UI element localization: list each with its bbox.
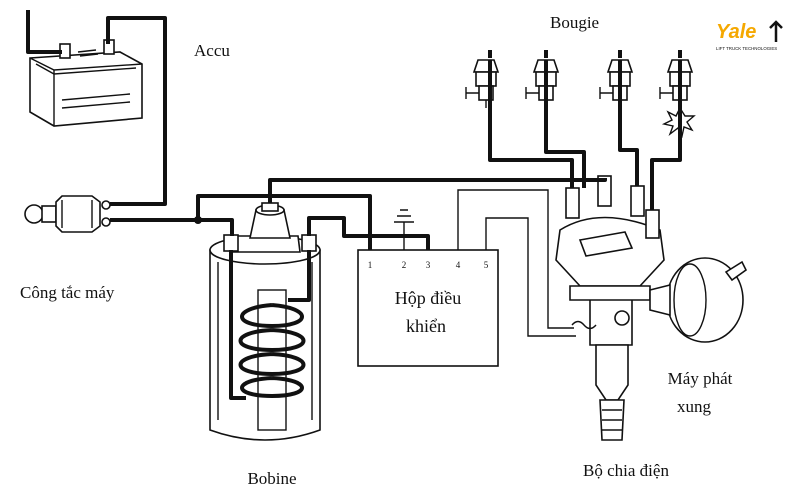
coil <box>209 202 321 441</box>
spark-plugs <box>465 59 696 139</box>
terminal-1: 1 <box>368 260 373 270</box>
distributor-label: Bộ chia điện <box>583 461 669 480</box>
wiring <box>26 10 682 337</box>
spark-plug-3 <box>599 59 634 108</box>
coil-label: Bobine <box>247 469 296 488</box>
pulse-generator-label-line2: xung <box>677 397 712 416</box>
distributor <box>555 175 665 441</box>
logo-tagline: LIFT TRUCK TECHNOLOGIES <box>716 46 777 51</box>
ignition-switch <box>24 195 111 233</box>
control-box <box>357 209 499 367</box>
terminal-5: 5 <box>484 260 489 270</box>
control-box-terminals: 1 2 3 4 5 <box>368 260 489 270</box>
control-box-label-line2: khiển <box>406 316 446 336</box>
terminal-3: 3 <box>426 260 431 270</box>
control-box-label-line1: Hộp điều <box>395 288 462 308</box>
pulse-generator <box>649 257 748 343</box>
spark-plugs-label: Bougie <box>550 13 599 32</box>
spark-plug-1 <box>465 59 500 108</box>
brand-logo: Yale LIFT TRUCK TECHNOLOGIES <box>716 20 783 51</box>
forklift-icon <box>769 20 783 42</box>
pulse-generator-label-line1: Máy phát <box>668 369 733 388</box>
spark-plug-2 <box>525 59 560 108</box>
battery <box>29 39 143 127</box>
terminal-2: 2 <box>402 260 407 270</box>
spark-plug-4 <box>659 59 694 108</box>
terminal-4: 4 <box>456 260 461 270</box>
logo-brand: Yale <box>716 21 756 43</box>
ignition-switch-label: Công tắc máy <box>20 283 115 302</box>
battery-label: Accu <box>194 41 230 60</box>
